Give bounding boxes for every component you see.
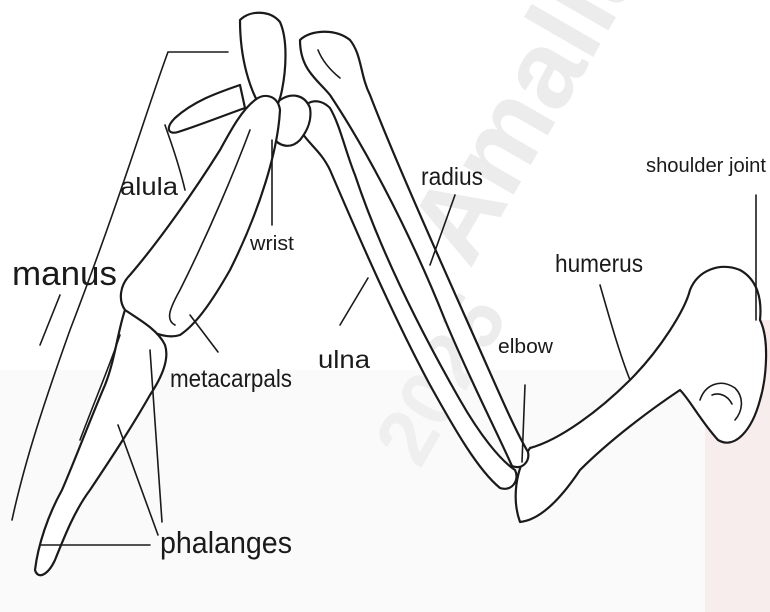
label-phalanges: phalanges	[160, 525, 292, 560]
label-alula: alula	[120, 173, 178, 201]
ulna-leader	[340, 278, 368, 325]
metacarpals-leader	[190, 315, 218, 352]
label-manus: manus	[12, 255, 117, 293]
label-humerus: humerus	[555, 250, 643, 278]
label-elbow: elbow	[498, 336, 554, 358]
label-ulna: ulna	[318, 346, 370, 374]
manus-label-line	[40, 295, 60, 345]
humerus-leader	[600, 285, 630, 380]
label-metacarpals: metacarpals	[170, 365, 292, 393]
label-radius: radius	[421, 163, 483, 191]
label-wrist: wrist	[249, 233, 295, 255]
metacarpals-bones	[121, 96, 280, 336]
label-shoulder-joint: shoulder joint	[646, 155, 766, 177]
